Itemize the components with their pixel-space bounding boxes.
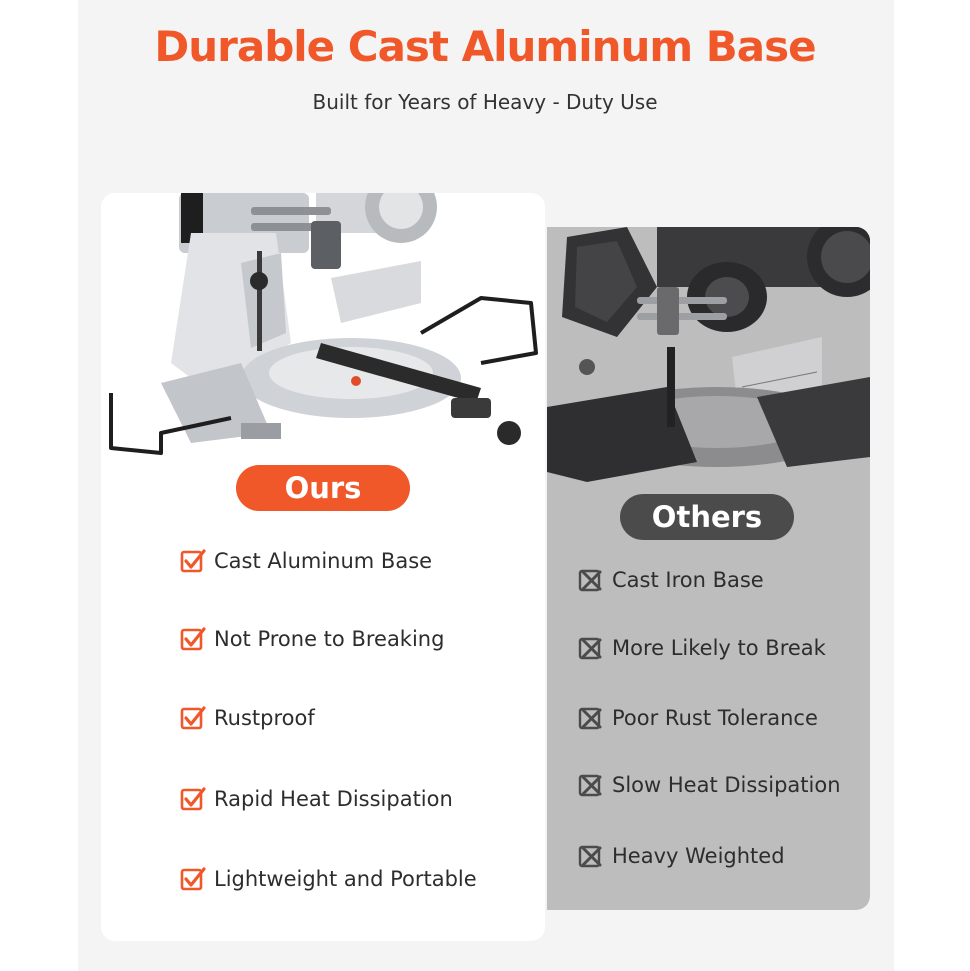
others-card (547, 227, 870, 910)
others-label: Others (620, 494, 794, 540)
others-feature-text: Poor Rust Tolerance (612, 706, 818, 730)
others-feature-item: Cast Iron Base (578, 567, 764, 593)
aluminum-miter-saw-image (101, 193, 545, 463)
ours-card (101, 193, 545, 941)
ours-feature-text: Cast Aluminum Base (214, 549, 433, 573)
ours-feature-item: Rapid Heat Dissipation (180, 786, 453, 812)
checkbox-check-icon (180, 787, 206, 811)
checkbox-check-icon (180, 867, 206, 891)
ours-feature-text: Not Prone to Breaking (214, 627, 445, 651)
others-feature-item: Slow Heat Dissipation (578, 772, 841, 798)
page-subtitle: Built for Years of Heavy - Duty Use (312, 90, 658, 114)
checkbox-cross-icon (578, 774, 602, 797)
checkbox-check-icon (180, 549, 206, 573)
ours-feature-text: Lightweight and Portable (214, 867, 477, 891)
page-title: Durable Cast Aluminum Base (154, 22, 816, 71)
checkbox-cross-icon (578, 569, 602, 592)
checkbox-check-icon (180, 706, 206, 730)
checkbox-cross-icon (578, 845, 602, 868)
ours-feature-item: Cast Aluminum Base (180, 548, 432, 574)
others-feature-text: Cast Iron Base (612, 568, 764, 592)
checkbox-check-icon (180, 627, 206, 651)
others-feature-item: More Likely to Break (578, 635, 826, 661)
checkbox-cross-icon (578, 707, 602, 730)
others-feature-item: Heavy Weighted (578, 843, 785, 869)
ours-feature-item: Lightweight and Portable (180, 866, 477, 892)
checkbox-cross-icon (578, 637, 602, 660)
ours-feature-text: Rustproof (214, 706, 315, 730)
others-feature-item: Poor Rust Tolerance (578, 705, 818, 731)
others-feature-text: More Likely to Break (612, 636, 826, 660)
ours-feature-item: Not Prone to Breaking (180, 626, 444, 652)
ours-label: Ours (236, 465, 410, 511)
cast-iron-miter-saw-image (547, 227, 870, 487)
ours-feature-text: Rapid Heat Dissipation (214, 787, 453, 811)
others-feature-text: Heavy Weighted (612, 844, 785, 868)
ours-feature-item: Rustproof (180, 705, 315, 731)
others-feature-text: Slow Heat Dissipation (612, 773, 841, 797)
